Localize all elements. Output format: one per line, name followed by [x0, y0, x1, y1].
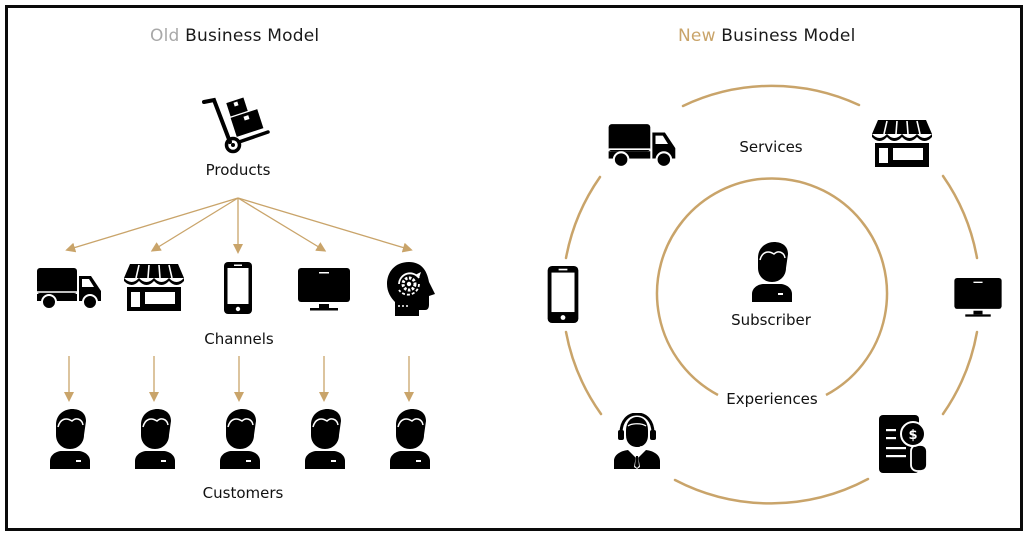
hand-truck-boxes-icon: [202, 97, 270, 154]
arrow-to-channel-5: [237, 197, 413, 253]
storefront-icon: [124, 264, 184, 311]
customer-icon: [220, 409, 260, 469]
delivery-truck-icon: [37, 268, 101, 310]
customer-icon: [305, 409, 345, 469]
subscriber-label: Subscriber: [731, 311, 811, 329]
new-title-rest: Business Model: [715, 26, 856, 46]
outer-ring-bottom-arc: [673, 477, 870, 505]
arrow-to-channel-2: [150, 197, 239, 252]
new-title-prefix: New: [678, 26, 716, 46]
customer-icon: [390, 409, 430, 469]
old-model-title: Old Business Model: [150, 26, 319, 46]
customer-icon: [135, 409, 175, 469]
ring-storefront-icon: [872, 120, 932, 167]
outer-ring-lower-right-arc: [941, 330, 979, 416]
head-gear-icon: [387, 262, 435, 316]
products-label: Products: [205, 161, 271, 179]
subscriber-icon: [752, 242, 792, 302]
channels-label: Channels: [204, 330, 274, 348]
outer-ring: [564, 84, 979, 505]
ring-smartphone-icon: [547, 266, 579, 323]
outer-ring-upper-left-arc: [564, 175, 602, 260]
customer-icon: [50, 409, 90, 469]
monitor-icon: [298, 268, 350, 311]
inner-ring: [655, 177, 889, 397]
new-model-title: New Business Model: [678, 26, 856, 46]
svg-text:$: $: [908, 428, 917, 443]
old-title-rest: Business Model: [179, 26, 320, 46]
ring-monitor-icon: [954, 278, 1002, 317]
product-to-channel-arrows: [65, 197, 413, 254]
smartphone-icon: [224, 262, 252, 314]
invoice-dollar-icon: $: [879, 415, 928, 473]
outer-ring-upper-right-arc: [941, 174, 979, 260]
ring-delivery-truck-icon: [608, 124, 676, 168]
outer-ring-lower-left-arc: [564, 330, 603, 416]
support-agent-icon: [614, 413, 660, 469]
old-title-prefix: Old: [150, 26, 180, 46]
outer-ring-top-arc: [681, 84, 861, 108]
arrow-to-channel-1: [65, 197, 239, 253]
services-label: Services: [739, 138, 803, 156]
customers-label: Customers: [202, 484, 284, 502]
channel-to-customer-arrows: [64, 356, 414, 402]
experiences-label: Experiences: [726, 390, 818, 408]
arrow-to-channel-4: [237, 197, 327, 252]
